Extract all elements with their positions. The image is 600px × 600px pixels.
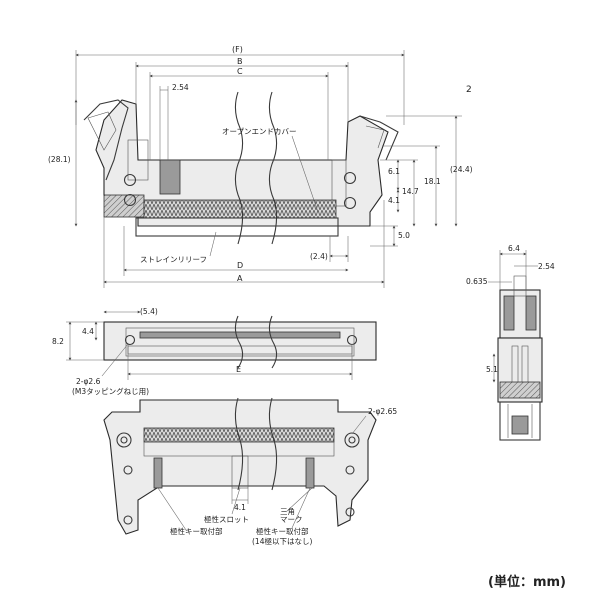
- top-screw-note: (M3タッピングねじ用): [72, 386, 149, 396]
- dim-h2: 14.7: [402, 187, 419, 196]
- mounting-hole-icon: [123, 173, 137, 187]
- side-view: 6.4 2.54 0.635 5.1: [466, 244, 555, 441]
- bottom-hole-note: 2-φ2.65: [368, 407, 397, 416]
- hatched-section: [103, 194, 145, 218]
- dim-h1: 18.1: [424, 177, 441, 186]
- top-dim-s2: 4.4: [82, 327, 94, 336]
- mounting-hole-icon: [344, 432, 360, 448]
- dim-C: C: [237, 67, 243, 76]
- slot-label: 極性スロット: [204, 514, 249, 524]
- dim-h4: 4.1: [388, 196, 400, 205]
- dim-F: (F): [232, 45, 243, 54]
- dim-pitch: 2.54: [172, 83, 189, 92]
- dim-B: B: [237, 57, 243, 66]
- slot-width: 4.1: [234, 503, 246, 512]
- triangle-mark-line1: 三角: [280, 506, 295, 516]
- top-dim-s3: 8.2: [52, 337, 64, 346]
- dim-h-total: (24.4): [450, 165, 473, 174]
- mounting-hole-icon: [116, 432, 132, 448]
- left-latch-arm: [83, 99, 129, 181]
- side-label: 2: [466, 85, 472, 95]
- side-dim-w2: 2.54: [538, 262, 555, 271]
- bottom-view: 2-φ2.65 4.1 極性スロット 三角 マーク 極性キー取付部 極性キー取付…: [103, 397, 397, 546]
- dim-A: A: [237, 274, 243, 283]
- key-mount-left-label: 極性キー取付部: [170, 526, 223, 536]
- key-mount-left: [153, 457, 163, 489]
- dim-h3: 6.1: [388, 167, 400, 176]
- key-mount-right-label: 極性キー取付部: [256, 526, 309, 536]
- dim-h-left: (28.1): [48, 155, 71, 164]
- cable-teeth: [143, 199, 337, 219]
- top-dim-E: E: [236, 365, 241, 374]
- dim-D: D: [237, 261, 243, 270]
- open-end-cover-label: オープンエンドカバー: [222, 127, 297, 136]
- side-dim-w3: 0.635: [466, 277, 488, 286]
- front-view: (F) B C 2.54 (28.1) (24.4) 18.1 14.7 6.1…: [48, 45, 473, 288]
- key-mount-right: [305, 457, 315, 489]
- mounting-hole-icon: [343, 171, 357, 185]
- connector-body: [95, 99, 389, 227]
- mounting-hole-icon: [124, 334, 136, 346]
- unit-label: (単位：mm): [488, 574, 566, 590]
- bottom-body: [103, 399, 377, 535]
- dim-h5: 5.0: [398, 231, 410, 240]
- side-dim-w1: 6.4: [508, 244, 520, 253]
- triangle-mark-line2: マーク: [280, 515, 303, 524]
- top-dim-s1: (5.4): [140, 307, 158, 316]
- key-note: (14極以下はなし): [252, 536, 312, 546]
- top-hole-note: 2-φ2.6: [76, 377, 101, 386]
- side-dim-h: 5.1: [486, 365, 498, 374]
- strain-relief-label: ストレインリリーフ: [140, 255, 207, 264]
- top-view: (5.4) 4.4 8.2 E 2-φ2.6 (M3タッピングねじ用): [52, 307, 377, 396]
- dim-h6: (2.4): [310, 252, 328, 261]
